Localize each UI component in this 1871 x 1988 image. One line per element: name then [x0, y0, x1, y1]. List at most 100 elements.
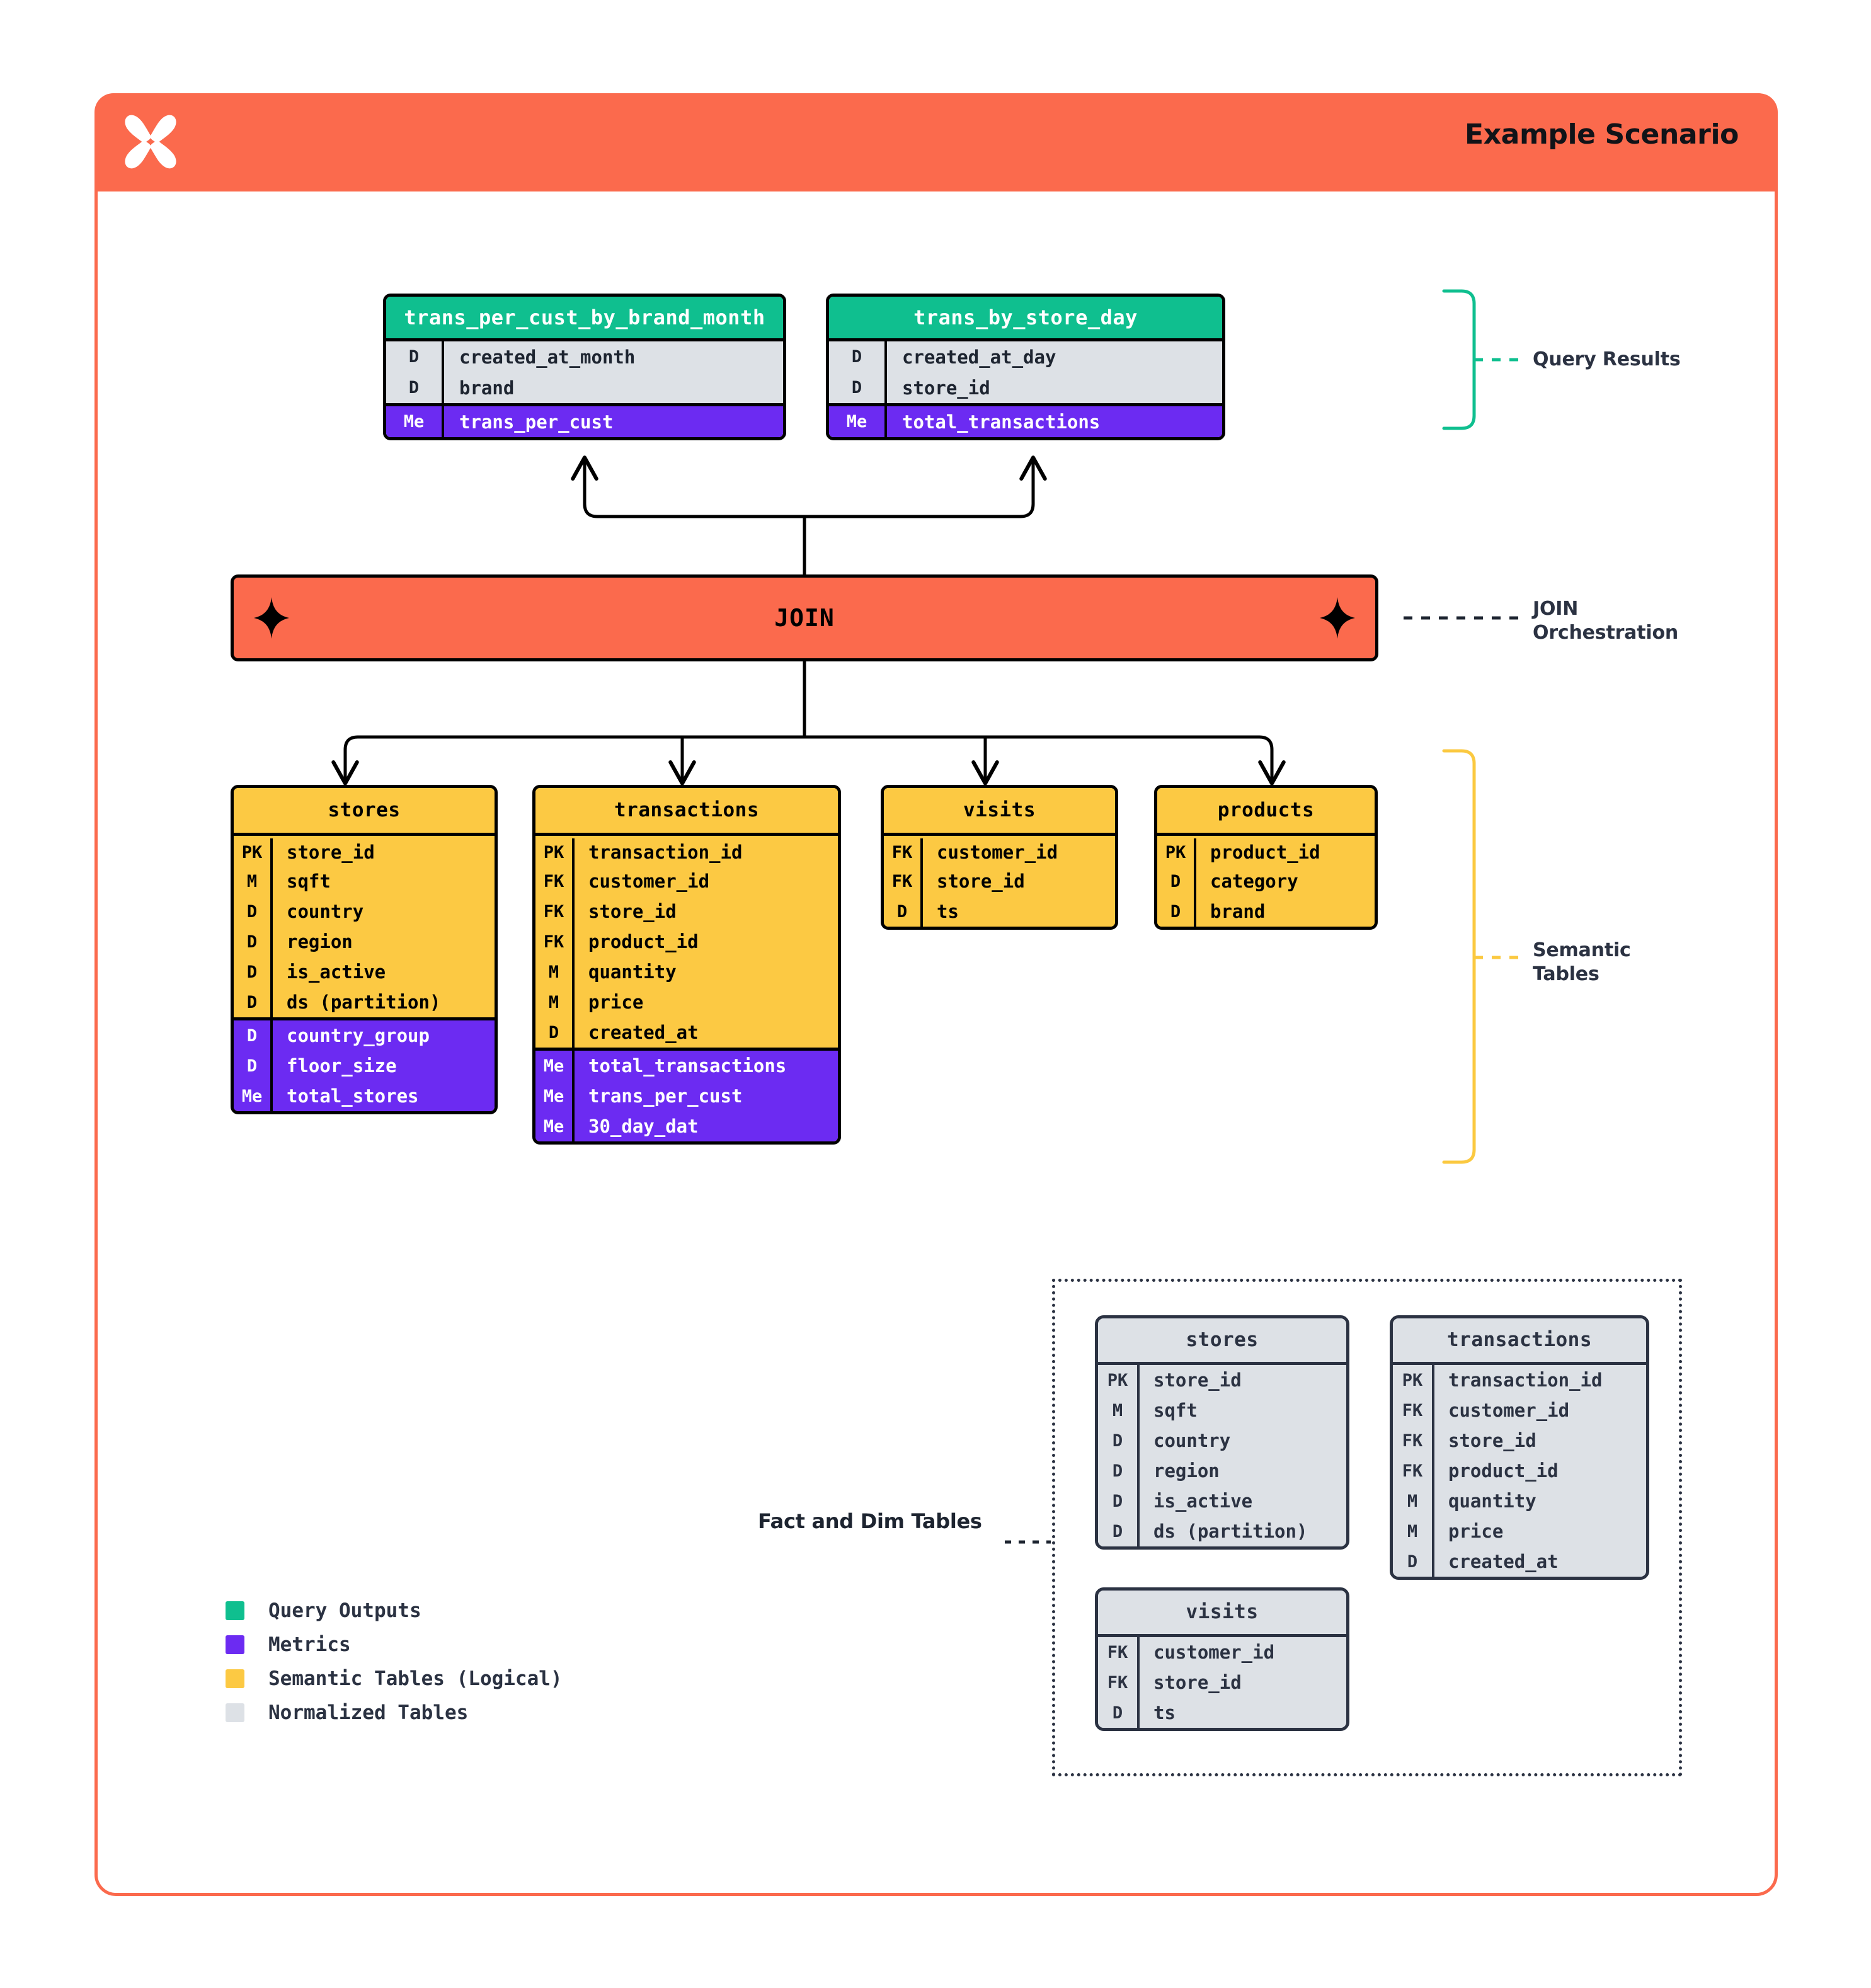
- row-value: transaction_id: [1448, 1369, 1603, 1391]
- table-title: trans_by_store_day: [829, 297, 1222, 341]
- row-key: PK: [234, 838, 273, 866]
- table-title: transactions: [535, 788, 838, 836]
- row-key: Me: [386, 406, 444, 437]
- row-value: brand: [1210, 901, 1266, 922]
- row-value: trans_per_cust: [588, 1085, 743, 1107]
- metric-section: Me trans_per_cust: [386, 403, 783, 437]
- row-value: product_id: [1210, 842, 1320, 863]
- row-key: D: [884, 896, 923, 927]
- row-key: FK: [1098, 1667, 1140, 1698]
- row-value: country_group: [287, 1025, 430, 1046]
- annotation-semantic-line1: Semantic: [1533, 939, 1631, 961]
- row-value: store_id: [287, 842, 375, 863]
- x-star-logo-icon: [125, 115, 176, 169]
- row-key: D: [386, 372, 444, 403]
- row-key: D: [829, 372, 887, 403]
- legend-swatch-metrics: [226, 1635, 244, 1654]
- row-value: price: [588, 991, 644, 1013]
- query-result-table-0[interactable]: trans_per_cust_by_brand_month D created_…: [383, 294, 786, 440]
- dimension-section: D created_at_day D store_id: [829, 341, 1222, 403]
- row-value: quantity: [1448, 1490, 1536, 1512]
- query-result-table-1[interactable]: trans_by_store_day D created_at_day D st…: [826, 294, 1225, 440]
- row-key: D: [1157, 866, 1196, 896]
- row-value: created_at_month: [459, 346, 636, 368]
- row-value: country: [287, 901, 364, 922]
- table-row[interactable]: D brand: [386, 372, 783, 403]
- row-key: Me: [535, 1111, 575, 1141]
- table-row[interactable]: Me total_transactions: [829, 406, 1222, 437]
- row-key: M: [535, 987, 575, 1017]
- join-orchestration-bar[interactable]: JOIN: [231, 574, 1378, 661]
- row-key: FK: [535, 866, 575, 896]
- table-row[interactable]: D store_id: [829, 372, 1222, 403]
- table-row[interactable]: D created_at_month: [386, 341, 783, 372]
- table-row[interactable]: PK store_id: [234, 836, 495, 866]
- annotation-semantic-tables: Semantic Tables: [1533, 939, 1631, 987]
- table-row[interactable]: Me trans_per_cust: [386, 406, 783, 437]
- annotation-fact-dim-tables: Fact and Dim Tables: [758, 1509, 982, 1533]
- join-label: JOIN: [774, 604, 835, 632]
- legend-label: Semantic Tables (Logical): [268, 1667, 563, 1690]
- row-value: brand: [459, 377, 515, 399]
- row-key: M: [1098, 1395, 1140, 1425]
- row-value: store_id: [937, 871, 1025, 892]
- row-value: created_at: [588, 1022, 699, 1043]
- row-key: M: [234, 866, 273, 896]
- row-value: sqft: [287, 871, 331, 892]
- row-key: D: [1098, 1516, 1140, 1546]
- row-value: customer_id: [1448, 1400, 1570, 1421]
- row-key: M: [1393, 1486, 1434, 1516]
- table-row[interactable]: D created_at_day: [829, 341, 1222, 372]
- table-title: stores: [1098, 1318, 1346, 1365]
